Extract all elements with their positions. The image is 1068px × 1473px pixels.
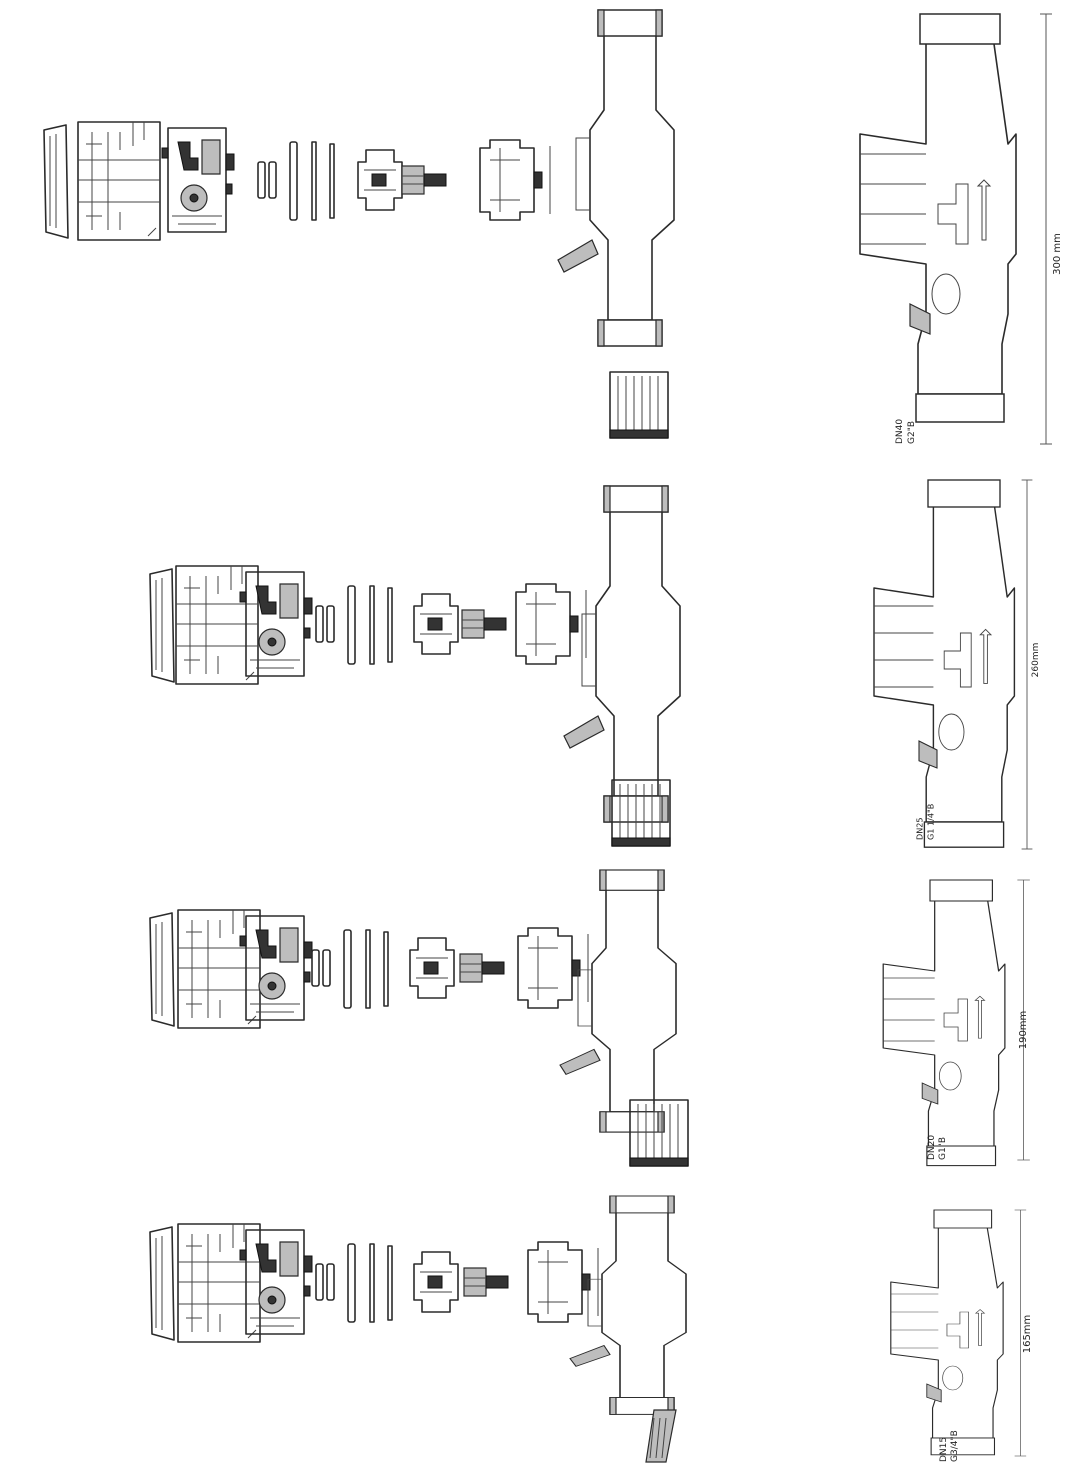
thread-label-dn15: G3/4"B [950,1430,960,1462]
assembled-view-dn40: 300 mm DN40 G2"B [859,13,1063,445]
size-label-dn15: DN15 [939,1437,949,1462]
thread-label-dn20: G1"B [938,1137,948,1160]
exploded-view-dn15 [149,1195,687,1463]
thread-label-dn25: G1 1/4"B [925,804,935,840]
thread-label-dn40: G2"B [907,421,917,444]
exploded-view-dn20 [149,869,689,1167]
size-label-dn20: DN20 [927,1135,937,1160]
size-label-dn40: DN40 [895,419,905,444]
exploded-view-dn40 [43,9,675,439]
size-label-dn25: DN25 [915,817,925,840]
assembled-view-dn20 [882,879,1030,1167]
length-dimension-dn25: 260mm [1031,643,1041,678]
exploded-view-dn25 [149,485,681,847]
length-dimension-dn15: 165mm [1022,1315,1033,1354]
length-dimension-dn40: 300 mm [1052,233,1063,275]
assembled-view-dn25: 260mm DN25 G1 1/4"B [873,479,1041,850]
assembled-view-dn15 [890,1209,1027,1457]
length-dimension-dn20: 190mm [1018,1011,1029,1050]
